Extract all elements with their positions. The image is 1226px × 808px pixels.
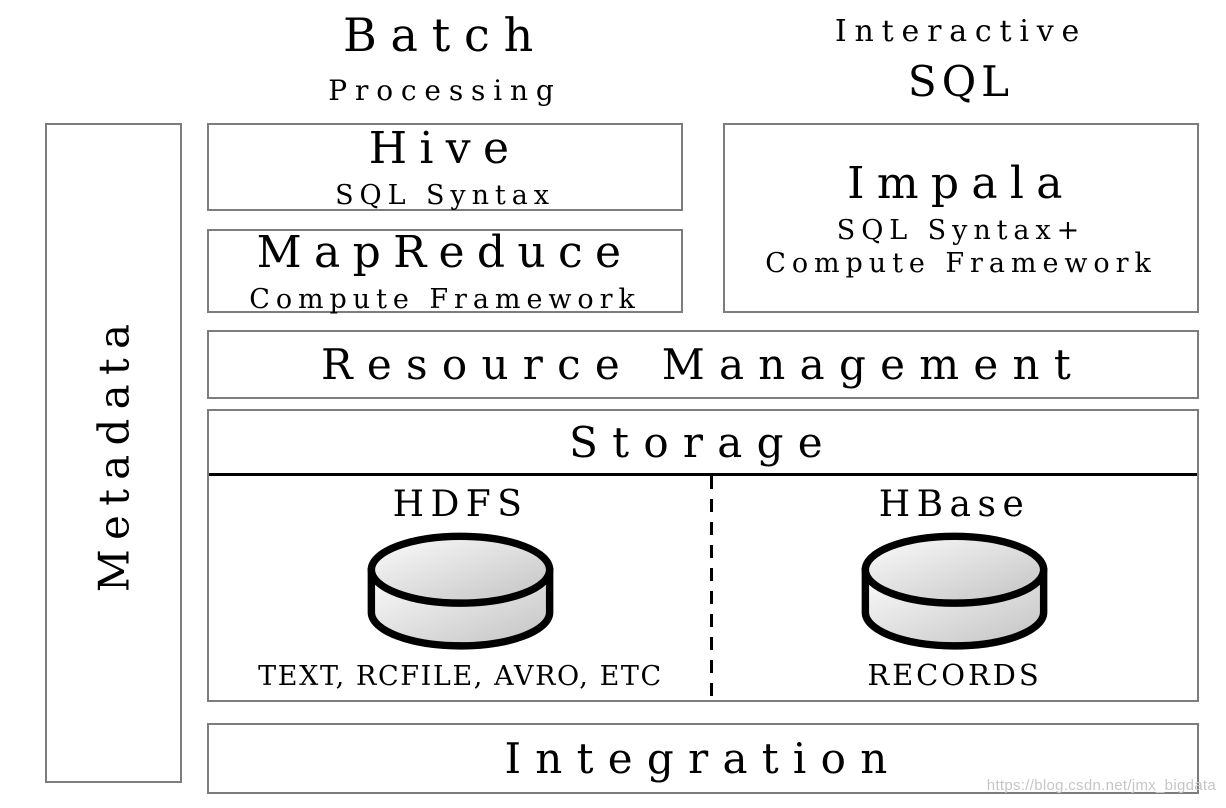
mapreduce-box: MapReduce Compute Framework (207, 227, 683, 315)
mapreduce-title: MapReduce (256, 227, 634, 278)
impala-subtitle-line1: SQL Syntax+ (836, 214, 1086, 246)
hdfs-title: HDFS (392, 484, 529, 525)
dashed-divider (710, 476, 713, 700)
hdfs-section: HDFS TEXT, RCFILE, AVRO, ETC (209, 476, 712, 700)
resource-management-title: Resource Management (321, 340, 1085, 389)
database-cylinder-icon (367, 532, 554, 650)
impala-box: Impala SQL Syntax+ Compute Framework (723, 123, 1199, 313)
hive-subtitle: SQL Syntax (335, 180, 555, 211)
mapreduce-subtitle: Compute Framework (249, 284, 641, 315)
storage-title: Storage (569, 417, 837, 467)
interactive-sql-header: Interactive SQL (723, 8, 1199, 106)
hive-box: Hive SQL Syntax (207, 123, 683, 211)
storage-content: HDFS TEXT, RCFILE, AVRO, ETC HBase (209, 476, 1197, 700)
integration-box: Integration (207, 723, 1199, 794)
watermark-url: https://blog.csdn.net/jmx_bigdata (986, 777, 1216, 794)
integration-title: Integration (504, 734, 902, 783)
database-cylinder-icon (861, 532, 1048, 650)
interactive-header-line1: Interactive (834, 14, 1088, 49)
impala-subtitle-line2: Compute Framework (765, 247, 1157, 279)
batch-header-line1: Batch (342, 8, 548, 62)
hive-title: Hive (368, 123, 522, 174)
hbase-title: HBase (878, 484, 1031, 525)
metadata-label: Metadata (89, 314, 139, 592)
metadata-panel: Metadata (45, 123, 182, 783)
hbase-caption: RECORDS (867, 658, 1042, 692)
batch-header-line2: Processing (328, 74, 562, 107)
storage-box: Storage HDFS TEXT, RCFILE, AVRO, E (207, 409, 1199, 702)
resource-management-box: Resource Management (207, 330, 1199, 399)
hbase-section: HBase RECORDS (712, 476, 1197, 700)
interactive-header-line2: SQL (907, 57, 1015, 106)
hdfs-caption: TEXT, RCFILE, AVRO, ETC (258, 661, 663, 692)
batch-processing-header: Batch Processing (207, 8, 683, 107)
storage-title-strip: Storage (209, 411, 1197, 476)
impala-title: Impala (847, 157, 1075, 209)
